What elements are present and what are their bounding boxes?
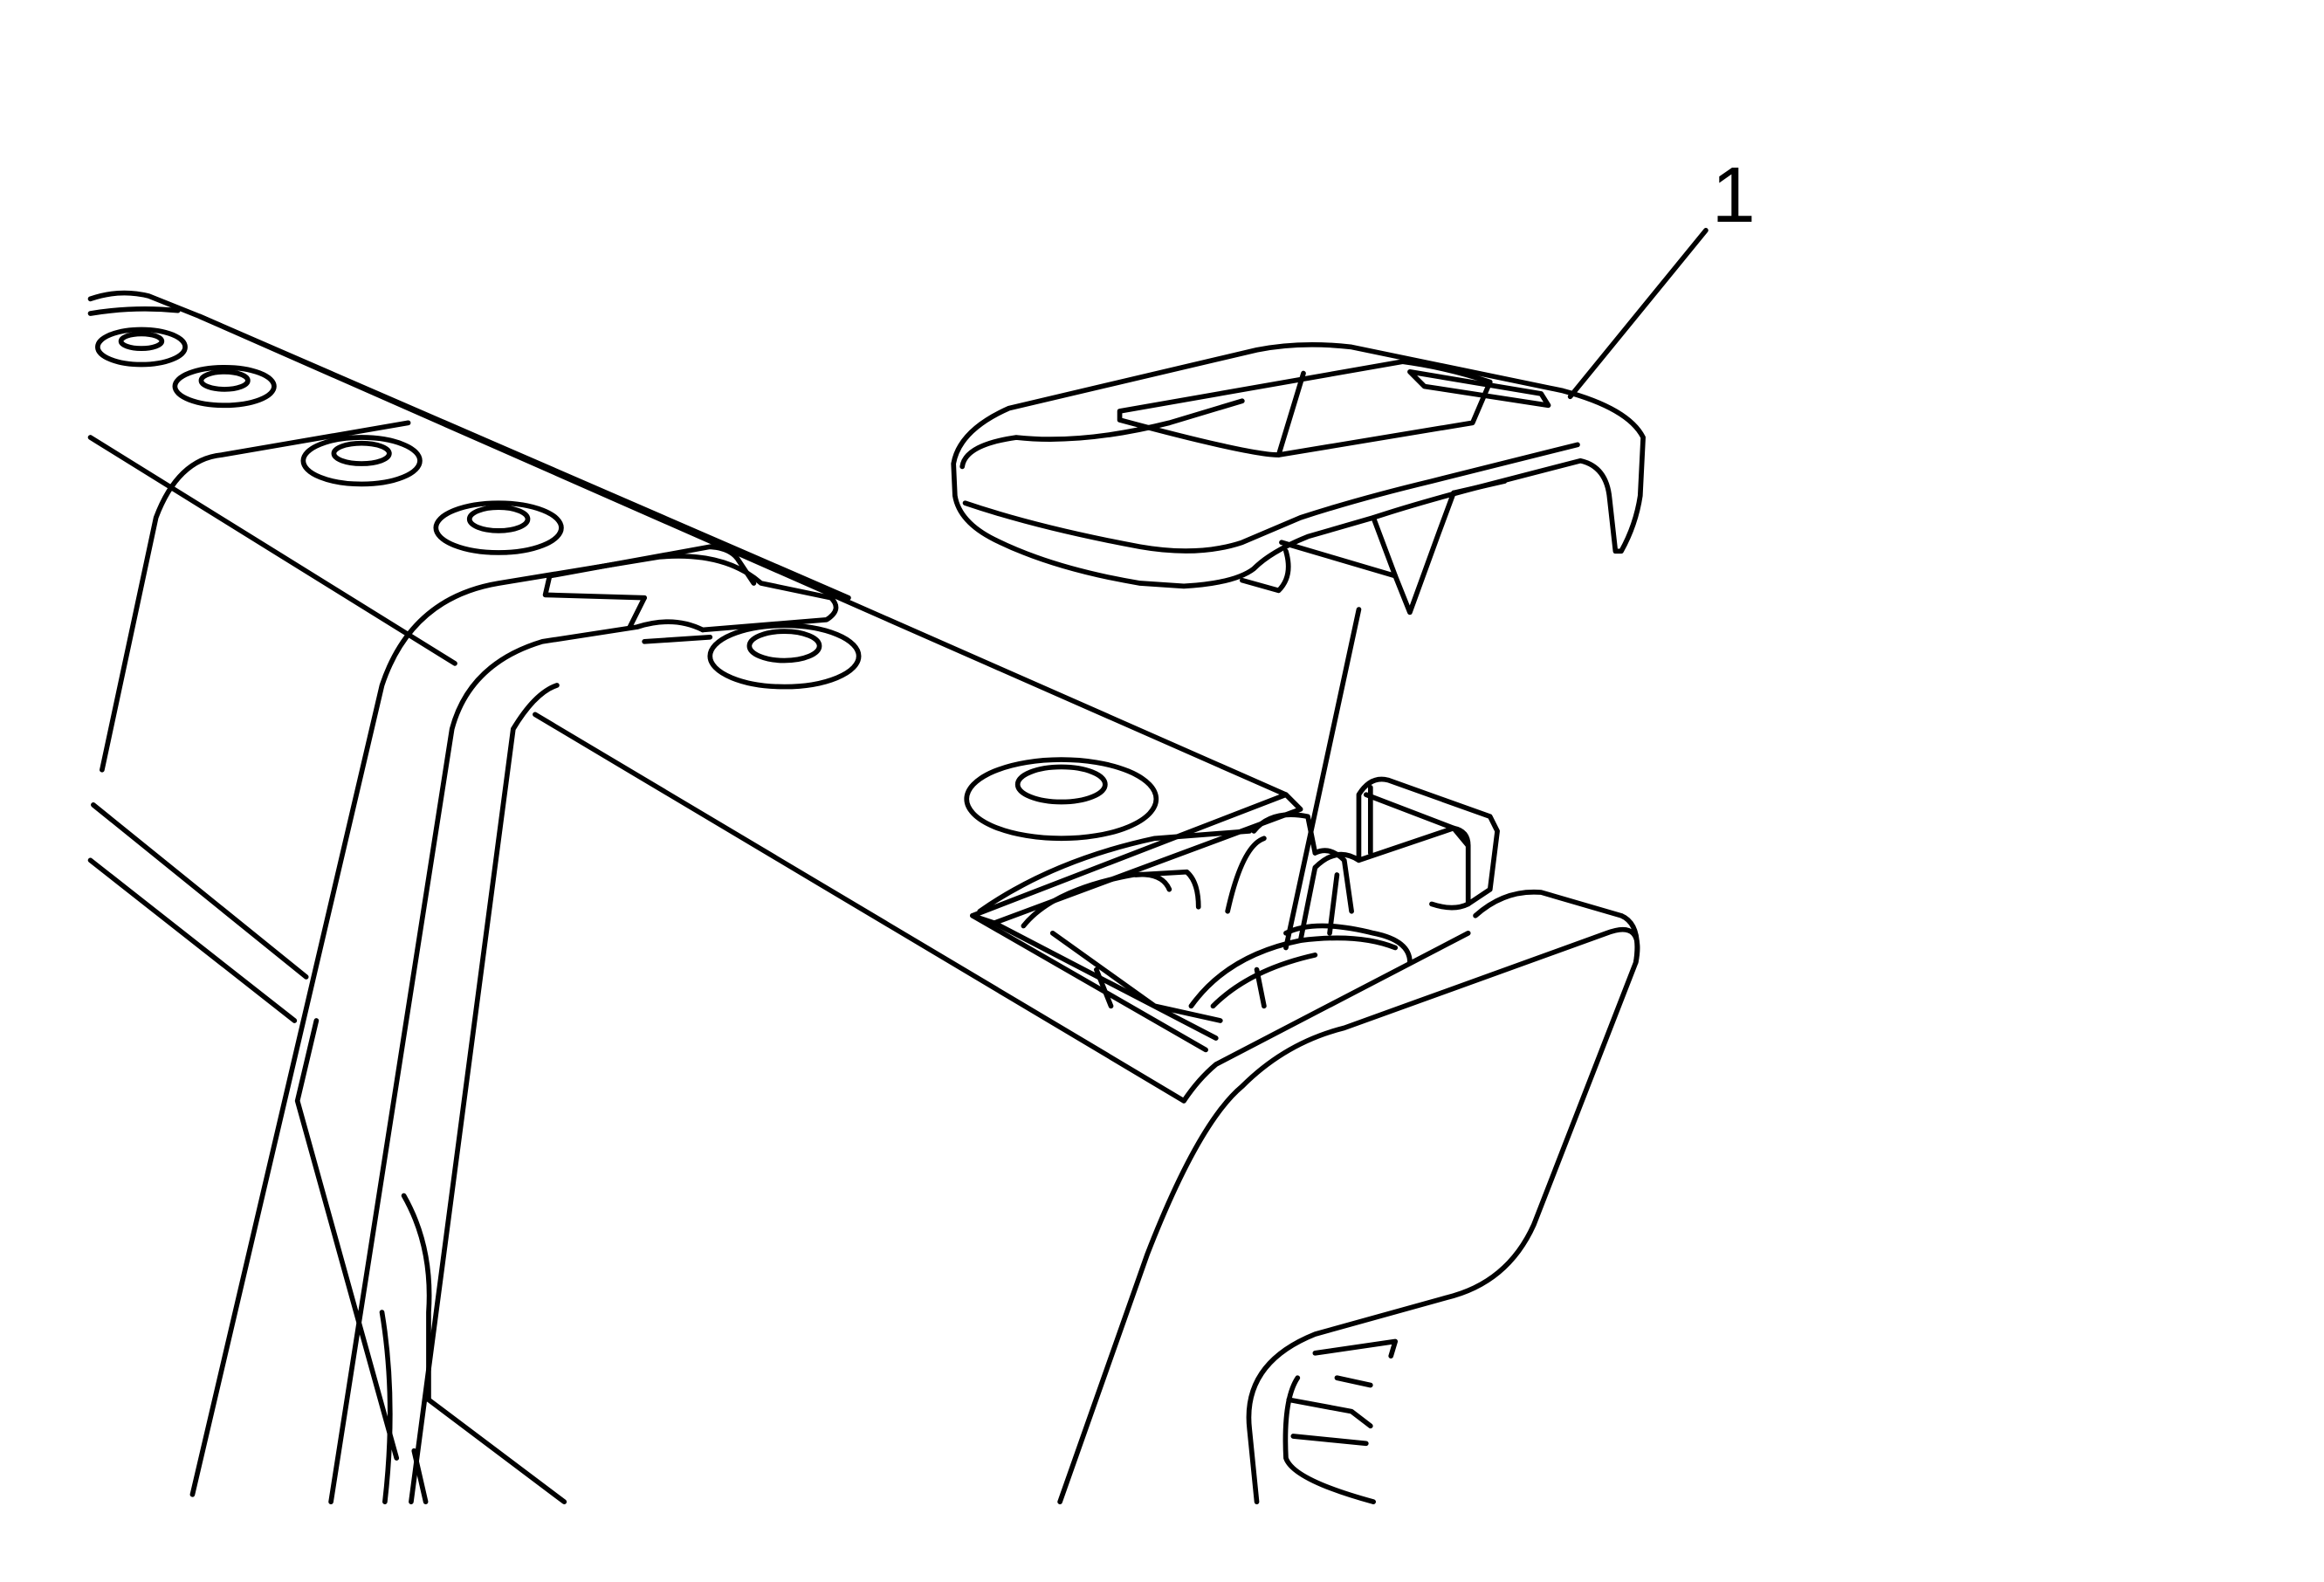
rail-assembly [87,290,1289,1504]
latch-mechanism [977,776,1500,1023]
callout-number: 1 [1712,151,1756,239]
cover-bezel-part [951,341,1646,616]
callout-leader-line [1567,228,1709,400]
callout-1: 1 [1567,151,1756,400]
installation-guide-line [1283,607,1362,951]
end-housing [970,792,1640,1504]
grommet-row [95,327,1159,842]
